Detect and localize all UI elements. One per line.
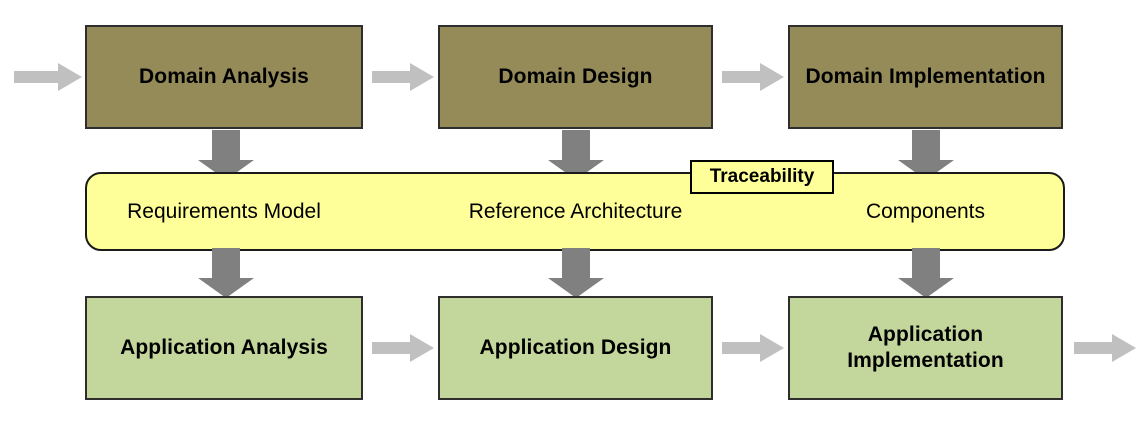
derive-arrow-requirements-model-to-application-analysis	[198, 248, 254, 298]
flow-arrow-exit-application	[1074, 334, 1136, 362]
box-application-implementation[interactable]: Application Implementation	[788, 296, 1063, 400]
traceability-callout[interactable]: Traceability	[690, 160, 834, 194]
artifact-components: Components	[788, 172, 1063, 251]
box-application-implementation-label: Application Implementation	[847, 322, 1004, 372]
box-application-design-label: Application Design	[479, 335, 672, 359]
flow-arrow-entry-domain	[14, 63, 82, 91]
box-domain-implementation-label: Domain Implementation	[805, 64, 1046, 88]
artifact-reference-architecture: Reference Architecture	[438, 172, 713, 251]
artifact-reference-architecture-label: Reference Architecture	[468, 199, 683, 223]
derive-arrow-implementation-to-components	[898, 130, 954, 180]
derive-arrow-components-to-application-implementation	[898, 248, 954, 298]
traceability-callout-label: Traceability	[709, 166, 815, 187]
box-application-analysis-label: Application Analysis	[120, 335, 328, 359]
flow-arrow-domain-analysis-to-design	[372, 63, 434, 91]
derive-arrow-design-to-reference-architecture	[548, 130, 604, 180]
artifact-requirements-model-label: Requirements Model	[127, 199, 321, 223]
flow-arrow-application-design-to-implementation	[722, 334, 784, 362]
box-domain-analysis[interactable]: Domain Analysis	[85, 25, 363, 129]
box-domain-design[interactable]: Domain Design	[438, 25, 713, 129]
flow-arrow-application-analysis-to-design	[372, 334, 434, 362]
box-application-analysis[interactable]: Application Analysis	[85, 296, 363, 400]
artifact-requirements-model: Requirements Model	[85, 172, 363, 251]
box-domain-analysis-label: Domain Analysis	[139, 64, 309, 88]
box-domain-design-label: Domain Design	[498, 64, 653, 88]
flow-arrow-domain-design-to-implementation	[722, 63, 784, 91]
artifact-components-label: Components	[865, 199, 986, 223]
box-domain-implementation[interactable]: Domain Implementation	[788, 25, 1063, 129]
box-application-design[interactable]: Application Design	[438, 296, 713, 400]
derive-arrow-analysis-to-requirements-model	[198, 130, 254, 180]
derive-arrow-reference-architecture-to-application-design	[548, 248, 604, 298]
